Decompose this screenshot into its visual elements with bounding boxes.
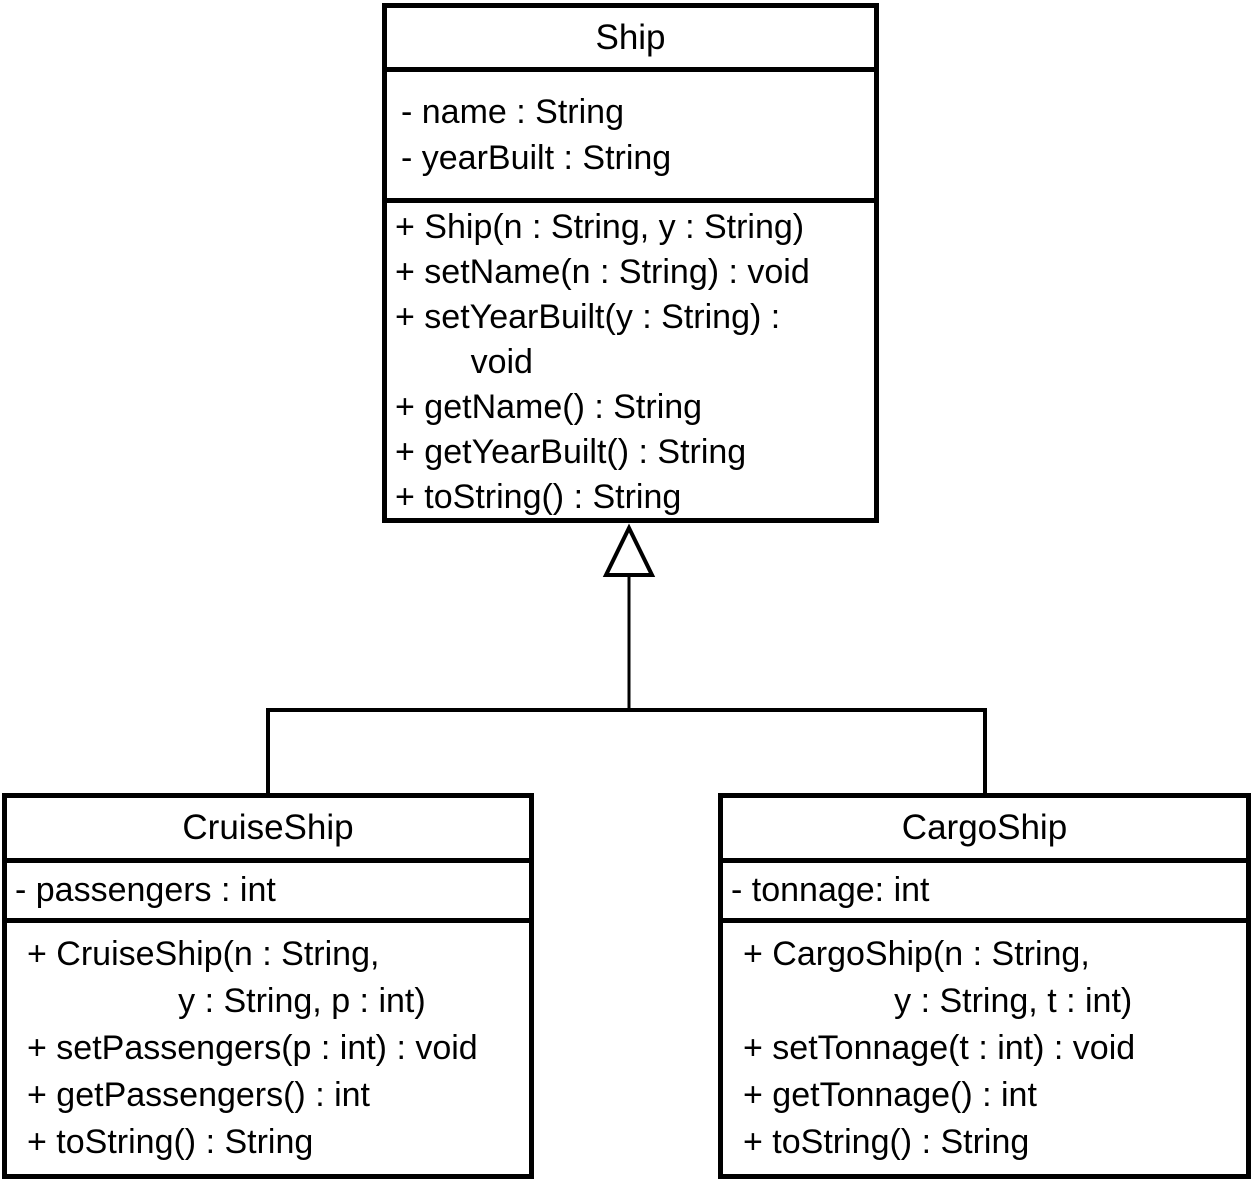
attributes-ship: - name : String - yearBuilt : String bbox=[387, 72, 874, 203]
attribute-line: - name : String bbox=[401, 93, 624, 131]
method-line: + CargoShip(n : String, bbox=[743, 935, 1090, 973]
method-line: + getTonnage() : int bbox=[743, 1076, 1037, 1114]
class-name-cargoship: CargoShip bbox=[723, 798, 1246, 863]
attribute-line: - passengers : int bbox=[15, 871, 276, 909]
class-box-ship: Ship - name : String - yearBuilt : String… bbox=[382, 3, 879, 523]
connector-branch-line bbox=[266, 708, 987, 795]
methods-cargoship: + CargoShip(n : String, y : String, t : … bbox=[723, 923, 1246, 1174]
attribute-line: - yearBuilt : String bbox=[401, 139, 672, 177]
method-line: + toString() : String bbox=[395, 478, 682, 516]
method-line: + toString() : String bbox=[743, 1123, 1030, 1161]
class-name-cruiseship: CruiseShip bbox=[7, 798, 529, 863]
class-box-cargoship: CargoShip - tonnage: int + CargoShip(n :… bbox=[718, 793, 1251, 1179]
class-box-cruiseship: CruiseShip - passengers : int + CruiseSh… bbox=[2, 793, 534, 1179]
method-line: + setTonnage(t : int) : void bbox=[743, 1029, 1136, 1067]
method-line: + Ship(n : String, y : String) bbox=[395, 208, 805, 246]
method-line: y : String, p : int) bbox=[27, 982, 426, 1020]
method-line: + CruiseShip(n : String, bbox=[27, 935, 380, 973]
class-name-ship: Ship bbox=[387, 8, 874, 72]
attributes-cruiseship: - passengers : int bbox=[7, 863, 529, 923]
method-line: + getPassengers() : int bbox=[27, 1076, 371, 1114]
method-line: + getName() : String bbox=[395, 388, 703, 426]
method-line: + setPassengers(p : int) : void bbox=[27, 1029, 478, 1067]
attributes-cargoship: - tonnage: int bbox=[723, 863, 1246, 923]
method-line: + getYearBuilt() : String bbox=[395, 433, 747, 471]
method-line: void bbox=[395, 343, 533, 381]
method-line: y : String, t : int) bbox=[743, 982, 1133, 1020]
methods-cruiseship: + CruiseShip(n : String, y : String, p :… bbox=[7, 923, 529, 1174]
inheritance-arrowhead-icon bbox=[602, 523, 656, 577]
method-line: + toString() : String bbox=[27, 1123, 314, 1161]
method-line: + setName(n : String) : void bbox=[395, 253, 810, 291]
method-line: + setYearBuilt(y : String) : bbox=[395, 298, 781, 336]
attribute-line: - tonnage: int bbox=[731, 871, 930, 909]
methods-ship: + Ship(n : String, y : String) + setName(… bbox=[387, 203, 874, 518]
